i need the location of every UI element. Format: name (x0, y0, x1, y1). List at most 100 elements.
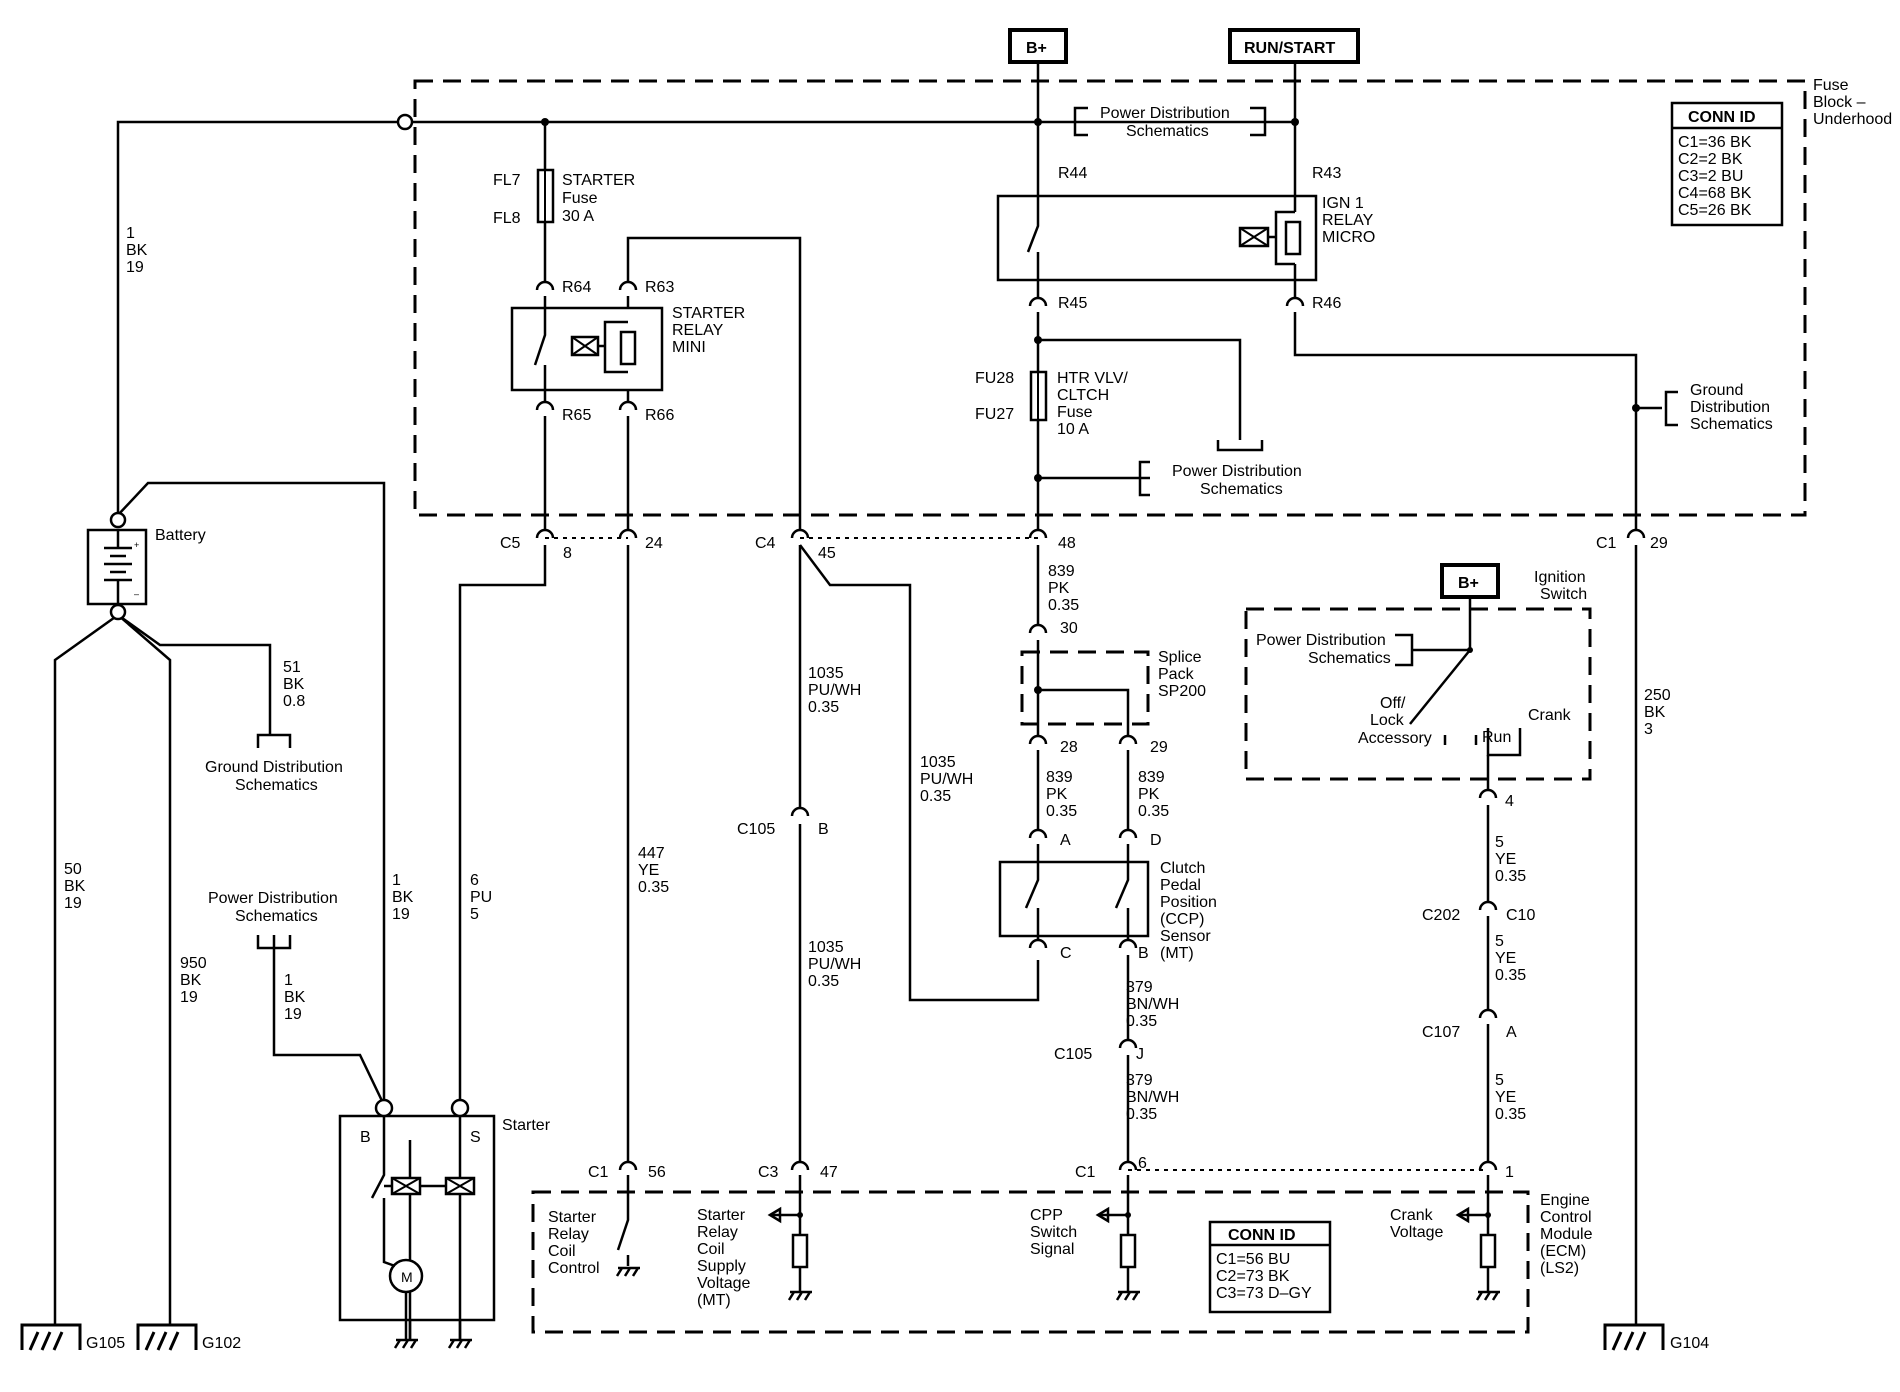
starter-fuse-label-1: STARTER (562, 172, 635, 189)
src-label-1: Starter (548, 1209, 597, 1226)
arc-c5-8 (535, 528, 555, 539)
wire1035a-label-2: PU/WH (808, 682, 861, 699)
ign1-relay-contact (1026, 196, 1040, 280)
conn1-row-5: C5=26 BK (1678, 202, 1752, 219)
splice-pack-outline (1020, 650, 1150, 726)
ecm-label-1: Engine (1540, 1192, 1590, 1209)
pin30-label: 30 (1060, 620, 1078, 637)
wire250-label-3: 3 (1644, 721, 1653, 738)
arc-ecm-47 (790, 1160, 810, 1171)
wire379b-label-1: 379 (1126, 1072, 1153, 1089)
ecm-arrow-cpp (1095, 1206, 1110, 1224)
wire447-label-3: 0.35 (638, 879, 669, 896)
cpp-label-3: Signal (1030, 1241, 1074, 1258)
srs-label-6: (MT) (697, 1292, 731, 1309)
wire6-label-2: PU (470, 889, 492, 906)
wire-ign-run-crank (1486, 728, 1522, 757)
wire1b-label-3: 19 (392, 906, 410, 923)
arc-r64 (535, 280, 555, 291)
wire-1035-ccp (799, 544, 1040, 1002)
ign-crank-label: Crank (1528, 707, 1572, 724)
pds4-bracket (1395, 633, 1414, 667)
src-label-2: Relay (548, 1226, 589, 1243)
wire839b-label-3: 0.35 (1046, 803, 1077, 820)
arc-c105-j (1118, 1038, 1138, 1049)
pin-a2-label: A (1506, 1024, 1517, 1041)
ecm-resistor-crank (1479, 1233, 1497, 1269)
ecm-ground-2 (787, 1290, 812, 1301)
starter-fuse-label-3: 30 A (562, 208, 594, 225)
arc-c4-45 (790, 528, 810, 539)
ecm-label-4: (ECM) (1540, 1243, 1586, 1260)
arc-ccp-b (1118, 938, 1138, 949)
battery-bus-terminal (396, 113, 414, 131)
arc-sp-28 (1028, 734, 1048, 745)
starter-contact (370, 1116, 386, 1252)
ccp-label-3: Position (1160, 894, 1217, 911)
pds1-label-2: Schematics (1126, 123, 1209, 140)
ecm-ground-1 (615, 1266, 640, 1277)
wire1035a-label-1: 1035 (808, 665, 844, 682)
fl7-label: FL7 (493, 172, 521, 189)
pin1-label: 1 (1505, 1164, 1514, 1181)
ign-switch-label-2: Switch (1540, 586, 1587, 603)
pds2-bracket (1138, 460, 1150, 497)
c1-ecm-b-label: C1 (1075, 1164, 1096, 1181)
wire-ecm-c1-56 (616, 1175, 630, 1266)
htr-splice-2 (1034, 474, 1042, 482)
starter-relay-label-1: STARTER (672, 305, 745, 322)
g104-label: G104 (1670, 1335, 1709, 1352)
fuse-block-label-1: Fuse (1813, 77, 1849, 94)
ign-off-label-1: Off/ (1380, 695, 1406, 712)
battery-pos-terminal (109, 511, 127, 529)
ign-run-label: Run (1482, 729, 1511, 746)
arc-ecm-6 (1118, 1160, 1138, 1171)
arc-ccp-d (1118, 828, 1138, 839)
gnd-splice (1632, 404, 1640, 412)
pin-b-label: B (818, 821, 829, 838)
starter-b-terminal (374, 1098, 394, 1118)
wire5b-label-2: YE (1495, 950, 1516, 967)
starter-solenoid-2-x (445, 1177, 475, 1195)
arc-ecm-1 (1478, 1160, 1498, 1171)
wire1035a-label-3: 0.35 (808, 699, 839, 716)
wire1-label-1: 1 (126, 225, 135, 242)
wire50-label-3: 19 (64, 895, 82, 912)
wire5a-label-3: 0.35 (1495, 868, 1526, 885)
r63-label: R63 (645, 279, 674, 296)
conn1-row-4: C4=68 BK (1678, 185, 1752, 202)
r64-label: R64 (562, 279, 591, 296)
pin-d-label: D (1150, 832, 1162, 849)
htr-fuse-label-1: HTR VLV/ (1057, 370, 1128, 387)
ignition-switch-outline (1244, 607, 1592, 781)
src-label-3: Coil (548, 1243, 576, 1260)
wire51-label-1: 51 (283, 659, 301, 676)
ecm-arrow-srs (767, 1206, 782, 1224)
conn1-title: CONN ID (1688, 109, 1756, 126)
wire379b-label-2: BN/WH (1126, 1089, 1179, 1106)
wire6-label-3: 5 (470, 906, 479, 923)
wire6-label-1: 6 (470, 872, 479, 889)
ign-off-label-2: Lock (1370, 712, 1405, 729)
htr-fuse-label-2: CLTCH (1057, 387, 1109, 404)
ecm-dot-crank (1485, 1212, 1491, 1218)
ign-off-label-3: Accessory (1358, 730, 1432, 747)
gds1-label-1: Ground (1690, 382, 1743, 399)
wire-htr-pds (1038, 338, 1242, 440)
wire839c-label-2: PK (1138, 786, 1160, 803)
ecm-resistor-cpp (1119, 1233, 1137, 1269)
gds1-label-2: Distribution (1690, 399, 1770, 416)
arc-c1-29 (1626, 528, 1646, 539)
wire447-label-2: YE (638, 862, 659, 879)
ccp-label-5: Sensor (1160, 928, 1211, 945)
crank-voltage-label-2: Voltage (1390, 1224, 1443, 1241)
pds2-top-bracket (1216, 440, 1264, 452)
battery-plus-sign: + (134, 540, 139, 550)
wire50-label-2: BK (64, 878, 86, 895)
wire-r63-loop (626, 236, 802, 530)
starter-box (338, 1114, 496, 1322)
fu28-label: FU28 (975, 370, 1014, 387)
srs-label-3: Coil (697, 1241, 725, 1258)
wire1b-label-2: BK (392, 889, 414, 906)
ccp-switch-d (1114, 862, 1130, 936)
